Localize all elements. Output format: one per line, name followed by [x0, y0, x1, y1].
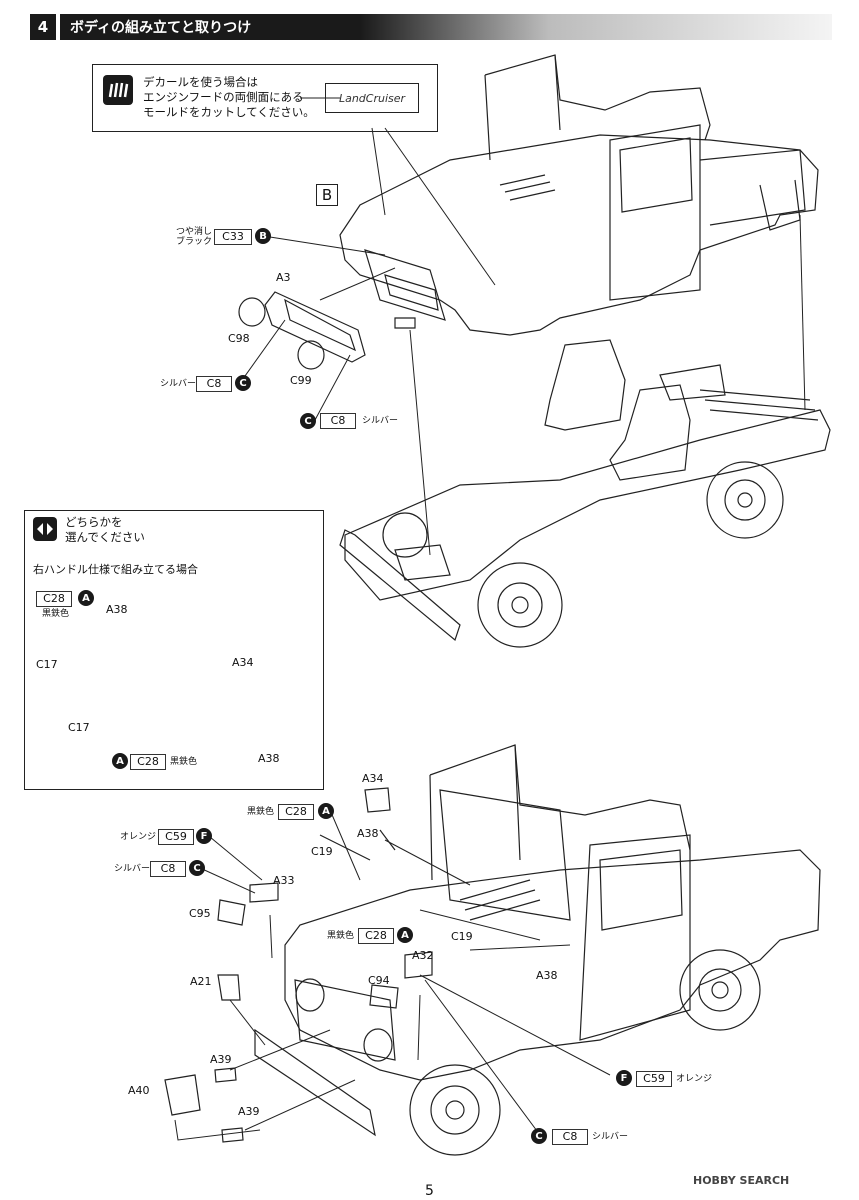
silver-color-label-left: シルバー: [160, 379, 197, 389]
paint-a-badge-2: A: [397, 927, 413, 943]
c59-code-1: C59: [158, 829, 194, 845]
paint-f-badge-2: F: [616, 1070, 632, 1086]
orange-label-1: オレンジ: [120, 832, 157, 842]
alt-subtitle: 右ハンドル仕様で組み立てる場合: [33, 563, 198, 576]
gunmetal-label-2: 黒鉄色: [327, 931, 355, 941]
c8-code-1: C8: [150, 861, 186, 877]
alt-gunmetal-bot: 黒鉄色: [170, 757, 198, 767]
matte-black-color-label: つや消し ブラック: [176, 227, 213, 247]
silver-label-2: シルバー: [592, 1132, 629, 1142]
leader-lines: [174, 97, 806, 1141]
part-a21: A21: [190, 975, 212, 988]
part-a3: A3: [276, 271, 291, 284]
part-a32: A32: [412, 949, 434, 962]
part-a39-a: A39: [210, 1053, 232, 1066]
paint-c-badge-1: C: [189, 860, 205, 876]
alt-part-a38-top: A38: [106, 603, 128, 616]
c59-code-2: C59: [636, 1071, 672, 1087]
part-c19-top: C19: [311, 845, 333, 858]
alt-part-a34: A34: [232, 656, 254, 669]
paint-c-badge-2: C: [531, 1128, 547, 1144]
chassis-drawing: [339, 339, 831, 648]
cutter-icon: [103, 75, 133, 105]
alt-title: どちらかを 選んでください: [65, 515, 145, 544]
part-a40: A40: [128, 1084, 150, 1097]
paint-a-badge-1: A: [318, 803, 334, 819]
decal-note-box: デカールを使う場合は エンジンフードの両側面にある モールドをカットしてください…: [92, 64, 438, 132]
step-header: 4 ボディの組み立てと取りつけ: [30, 14, 832, 40]
logo-text: LandCruiser: [338, 91, 406, 105]
alt-c28-bot-code: C28: [130, 754, 166, 770]
body-shell-drawing: [339, 54, 819, 336]
part-a38-mid: A38: [536, 969, 558, 982]
c28-code-1: C28: [278, 804, 314, 820]
page-number: 5: [425, 1183, 434, 1199]
alt-gunmetal-top: 黒鉄色: [42, 609, 70, 619]
gunmetal-label-1: 黒鉄色: [247, 807, 275, 817]
watermark: HOBBY SEARCH: [693, 1174, 790, 1187]
alt-c28-top-code: C28: [36, 591, 72, 607]
orange-label-2: オレンジ: [676, 1074, 713, 1084]
step-number: 4: [30, 14, 56, 40]
paint-f-badge-1: F: [196, 828, 212, 844]
alt-part-a38-bot: A38: [258, 752, 280, 765]
paint-c-badge-right: C: [300, 413, 316, 429]
part-c94: C94: [368, 974, 390, 987]
choice-icon: [33, 517, 57, 541]
alt-paint-a-top: A: [78, 590, 94, 606]
alt-part-c17-bot: C17: [68, 721, 90, 734]
part-c99: C99: [290, 374, 312, 387]
decal-note-text: デカールを使う場合は エンジンフードの両側面にある モールドをカットしてください…: [143, 75, 315, 119]
part-a39-b: A39: [238, 1105, 260, 1118]
silver-color-label-right: シルバー: [362, 416, 399, 426]
paint-c-badge-left: C: [235, 375, 251, 391]
part-c95: C95: [189, 907, 211, 920]
paint-b-badge: B: [255, 228, 271, 244]
c8-code-2: C8: [552, 1129, 588, 1145]
c8-code-right: C8: [320, 413, 356, 429]
c28-code-2: C28: [358, 928, 394, 944]
step-title: ボディの組み立てと取りつけ: [60, 14, 360, 40]
c33-code: C33: [214, 229, 252, 245]
part-a38-top: A38: [357, 827, 379, 840]
alt-paint-a-bot: A: [112, 753, 128, 769]
part-c98: C98: [228, 332, 250, 345]
header-gradient: [360, 14, 832, 40]
alternative-option-box: どちらかを 選んでください 右ハンドル仕様で組み立てる場合: [24, 510, 324, 790]
grille-parts-drawing: [238, 291, 366, 370]
c8-code-left: C8: [196, 376, 232, 392]
part-a34: A34: [362, 772, 384, 785]
silver-label-1: シルバー: [114, 864, 151, 874]
part-c19-mid: C19: [451, 930, 473, 943]
part-a33: A33: [273, 874, 295, 887]
view-label-b: B: [316, 184, 338, 206]
lower-body-drawing: [164, 744, 821, 1156]
alt-part-c17-top: C17: [36, 658, 58, 671]
